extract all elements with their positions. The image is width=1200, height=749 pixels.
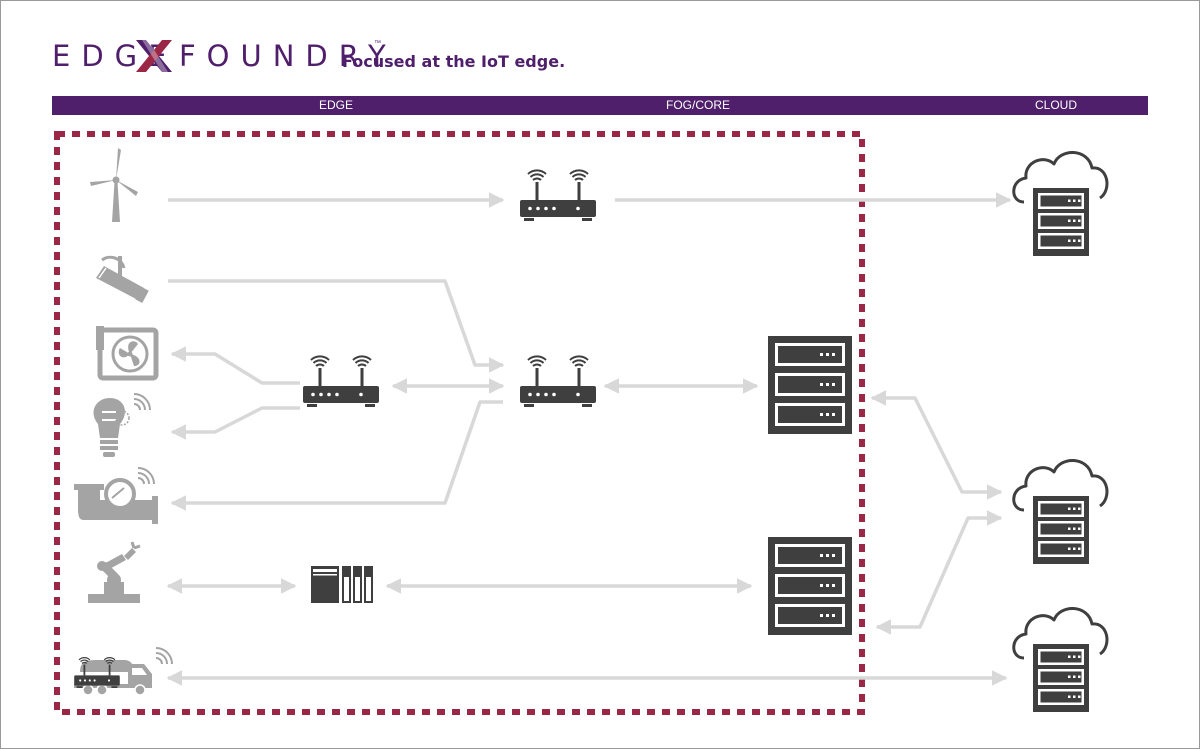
plc-controller-icon (311, 566, 373, 603)
tier-band: EDGE FOG/CORE CLOUD (52, 96, 1148, 115)
connection-arrows (166, 192, 1012, 686)
router-icon (519, 169, 597, 222)
router-icon (519, 355, 597, 408)
logo-trademark: ™ (374, 40, 381, 47)
arrow-router-pipe (170, 400, 503, 511)
band-label-cloud: CLOUD (1034, 98, 1078, 112)
hvac-fan-icon (96, 326, 159, 381)
wind-turbine-icon (90, 148, 138, 222)
cloud-server-icon (1012, 458, 1109, 566)
edge-boundary (54, 131, 865, 715)
tanker-truck-icon (73, 647, 173, 696)
pipe-meter-icon (74, 467, 158, 524)
logo-x-mark (136, 40, 172, 72)
smart-bulb-icon (93, 393, 151, 457)
arrow-server-cloud-mid (870, 390, 1003, 500)
cloud-server-icon (1012, 150, 1109, 258)
band-label-edge: EDGE (318, 98, 354, 112)
server-rack-icon (768, 336, 852, 434)
arrow-camera-router (168, 279, 505, 373)
tagline: Focused at the IoT edge. (342, 52, 566, 71)
arrow-server-cloud-mid-lower (875, 510, 1003, 635)
router-icon (302, 355, 380, 408)
arrow-router-bulb (170, 406, 300, 440)
arrow-router-hvac (170, 346, 300, 385)
security-camera-icon (96, 255, 149, 304)
server-rack-icon (768, 537, 852, 635)
cloud-server-icon (1012, 606, 1109, 714)
logo-text-foundry: FOUNDRY (179, 39, 397, 73)
band-label-fog-core: FOG/CORE (665, 98, 731, 112)
robot-arm-icon (88, 541, 141, 603)
